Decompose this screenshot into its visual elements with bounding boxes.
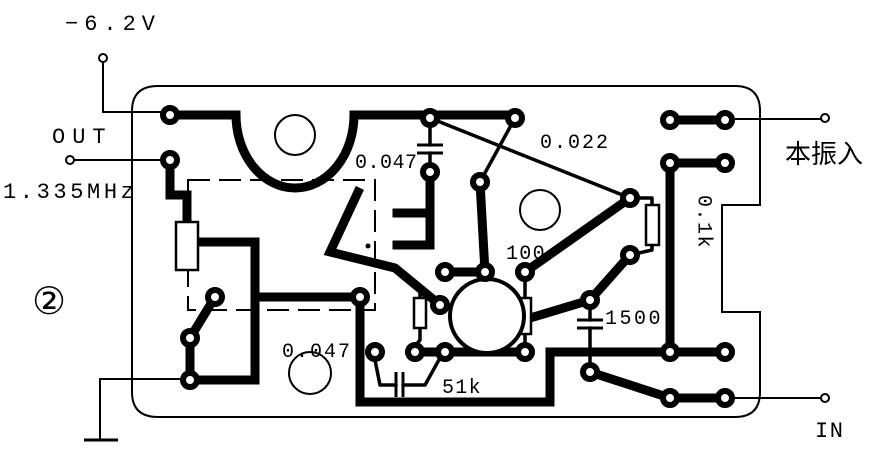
input-terminal: [820, 393, 830, 403]
transistor-body: [448, 277, 526, 355]
trace-left-upper: [165, 155, 192, 227]
resistor-01k: [644, 203, 661, 247]
resistor-left-large: [174, 220, 200, 272]
pads: [160, 105, 735, 408]
solder-pad: [715, 110, 735, 130]
solder-pad: [405, 342, 425, 362]
trace-mid-diag: [323, 186, 447, 312]
trace-515-diag: [478, 116, 517, 184]
solder-pad: [365, 342, 385, 362]
solder-pad: [660, 153, 680, 173]
component-dot: [365, 243, 371, 249]
res-51k-label: 51k: [442, 377, 482, 400]
trace-top: [165, 110, 520, 193]
solder-pad: [505, 108, 525, 128]
out-label: OUT: [52, 125, 113, 150]
frequency-label: 1.335MHz: [3, 180, 137, 205]
supply-voltage-label: −6.2V: [65, 12, 161, 37]
input-label: IN: [815, 419, 844, 444]
solder-pad: [180, 370, 200, 390]
solder-pad: [350, 287, 370, 307]
mounting-hole-middle: [519, 189, 561, 231]
solder-pad: [580, 362, 600, 382]
solder-pad: [160, 150, 180, 170]
solder-pad: [475, 262, 495, 282]
resistor-small: [412, 296, 428, 330]
cap-1500-label: 1500: [605, 308, 663, 331]
trace-cap-bottom: [373, 356, 442, 387]
solder-pad: [470, 172, 490, 192]
solder-pad: [580, 290, 600, 310]
ground-wire: [99, 378, 182, 440]
solder-pad: [715, 153, 735, 173]
out-terminal: [65, 155, 75, 165]
solder-pad: [660, 342, 680, 362]
res-01k-label: 0.1k: [692, 195, 715, 249]
cap-0047-top-label: 0.047: [355, 152, 418, 175]
solder-pad: [180, 328, 200, 348]
solder-pad: [715, 388, 735, 408]
solder-pad: [420, 108, 440, 128]
lo-input-label: 本振入: [785, 140, 863, 170]
mounting-hole-bottom: [288, 351, 332, 395]
trace-bracket: [392, 167, 435, 250]
solder-pad: [435, 262, 455, 282]
solder-pad: [620, 245, 640, 265]
solder-pad: [420, 162, 440, 182]
solder-pad: [660, 388, 680, 408]
lo-input-terminal: [820, 113, 830, 123]
cap-0022-label: 0.022: [540, 132, 610, 155]
solder-pad: [515, 342, 535, 362]
solder-pad: [715, 342, 735, 362]
trace-lower-right: [584, 366, 730, 403]
solder-pad: [430, 295, 450, 315]
supply-terminal: [98, 53, 108, 63]
solder-pad: [205, 287, 225, 307]
solder-pad: [620, 188, 640, 208]
trace-diag-upper: [518, 191, 637, 279]
res-100-label: 100: [506, 243, 546, 266]
solder-pad: [160, 105, 180, 125]
trace-right-mid: [665, 158, 730, 357]
solder-pad: [435, 342, 455, 362]
solder-pad: [660, 110, 680, 130]
cap-0047-bottom-label: 0.047: [282, 341, 352, 364]
board-outline: [131, 85, 761, 418]
supply-wire: [102, 62, 162, 113]
trace-cap-0022: [428, 116, 632, 200]
figure-number: ②: [32, 279, 66, 323]
trace-collector: [475, 177, 490, 277]
trace-left-loop: [185, 237, 365, 385]
solder-pad: [515, 262, 535, 282]
mounting-hole-top: [274, 114, 316, 156]
